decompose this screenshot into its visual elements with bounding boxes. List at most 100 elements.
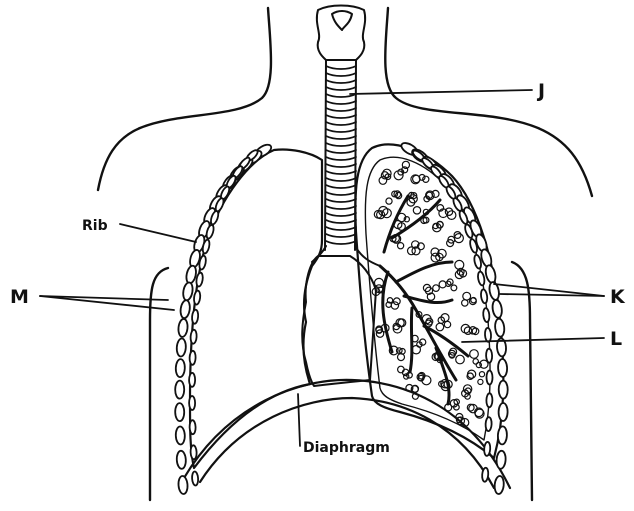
- diaphragm-upper: [184, 380, 510, 488]
- rib-segment: [176, 338, 186, 357]
- trachea-ring: [326, 66, 356, 69]
- rib-segment: [494, 476, 505, 495]
- rib-segment: [498, 403, 507, 421]
- rib-segment: [491, 299, 503, 318]
- alveolus: [433, 285, 440, 292]
- alveolus: [408, 247, 416, 255]
- trachea-ring: [326, 122, 356, 125]
- trachea: [317, 6, 365, 251]
- trachea-ring: [326, 164, 356, 167]
- alveolus: [463, 292, 471, 300]
- diaphragm: [184, 380, 510, 488]
- alveolus: [398, 354, 405, 361]
- leader-diaphragm: [298, 394, 300, 446]
- alveolus: [456, 355, 465, 364]
- alveolus: [386, 198, 392, 204]
- rib-segment: [484, 442, 491, 456]
- trachea-ring: [326, 178, 356, 181]
- alveolus: [470, 350, 479, 359]
- left-lung: [190, 149, 322, 468]
- right-side-outline: [512, 262, 532, 500]
- label-l: L: [610, 328, 622, 350]
- rib-segment: [175, 426, 185, 444]
- trachea-ring: [326, 87, 356, 90]
- rib-segment: [191, 309, 198, 323]
- heart: [302, 256, 376, 386]
- rib-segment: [175, 359, 185, 377]
- trachea-ring: [326, 234, 356, 237]
- trachea-ring: [326, 213, 356, 216]
- alveolus: [439, 281, 446, 288]
- trachea-ring: [326, 199, 356, 202]
- rib-segment: [480, 289, 488, 304]
- left-lung-outline: [190, 149, 322, 468]
- rib-segment: [192, 471, 199, 485]
- trachea-ring: [326, 241, 356, 244]
- label-j: J: [536, 80, 545, 102]
- alveolus: [473, 359, 478, 364]
- trachea-ring: [326, 206, 356, 209]
- rib-segment: [483, 308, 490, 323]
- rib-segment: [189, 351, 195, 365]
- trachea-ring: [326, 129, 356, 132]
- alveolus: [436, 323, 444, 331]
- trachea-ring: [326, 80, 356, 83]
- rib-segment: [477, 271, 485, 286]
- label-rib: Rib: [82, 218, 108, 234]
- leader-rib: [120, 224, 196, 242]
- rib-segment: [189, 420, 195, 434]
- trachea-ring: [326, 185, 356, 188]
- rib-segment: [485, 328, 492, 342]
- leader-l: [462, 338, 604, 342]
- trachea-ring: [326, 220, 356, 223]
- trachea-ring: [326, 101, 356, 104]
- neck-right-outline: [385, 8, 592, 196]
- body-outline: [98, 8, 592, 500]
- trachea-left-wall: [325, 60, 326, 250]
- trachea-ring: [326, 73, 356, 76]
- trachea-ring: [326, 108, 356, 111]
- alveolus: [383, 169, 391, 177]
- left-side-outline: [150, 268, 168, 500]
- rib-segment: [189, 396, 195, 410]
- trachea-ring: [326, 143, 356, 146]
- alveolus: [468, 370, 476, 378]
- trachea-ring: [326, 227, 356, 230]
- rib-segment: [484, 264, 497, 284]
- larynx: [317, 6, 365, 61]
- rib-segment: [182, 282, 194, 301]
- larynx-cartilage: [332, 11, 352, 30]
- label-m: M: [10, 286, 29, 308]
- rib-segment: [189, 373, 195, 387]
- rib-segment: [499, 381, 508, 399]
- rib-segment: [190, 330, 197, 344]
- rib-segment: [193, 290, 201, 305]
- rib-segment: [496, 451, 506, 470]
- alveolus: [444, 321, 450, 327]
- trachea-ring: [326, 157, 356, 160]
- alveolus: [432, 190, 439, 197]
- rib-segment: [178, 318, 189, 337]
- right-lung: [355, 144, 503, 458]
- rib-segment: [175, 381, 184, 399]
- rib-segment: [486, 393, 492, 407]
- alveolus: [451, 285, 457, 291]
- alveoli: [372, 161, 488, 426]
- alveolus: [478, 379, 483, 384]
- rib-segment: [498, 426, 508, 444]
- alveolus: [455, 260, 464, 269]
- alveolus: [450, 348, 457, 355]
- trachea-ring: [326, 192, 356, 195]
- rib-segment: [180, 300, 191, 319]
- alveolus: [391, 302, 398, 309]
- trachea-ring: [326, 136, 356, 139]
- alveolus: [398, 243, 404, 249]
- rib-segment: [485, 417, 492, 431]
- label-k: K: [610, 286, 626, 308]
- trachea-rings: [326, 66, 356, 244]
- alveolus: [479, 372, 484, 377]
- trachea-ring: [326, 171, 356, 174]
- rib-segment: [196, 272, 204, 287]
- leader-j: [350, 90, 532, 94]
